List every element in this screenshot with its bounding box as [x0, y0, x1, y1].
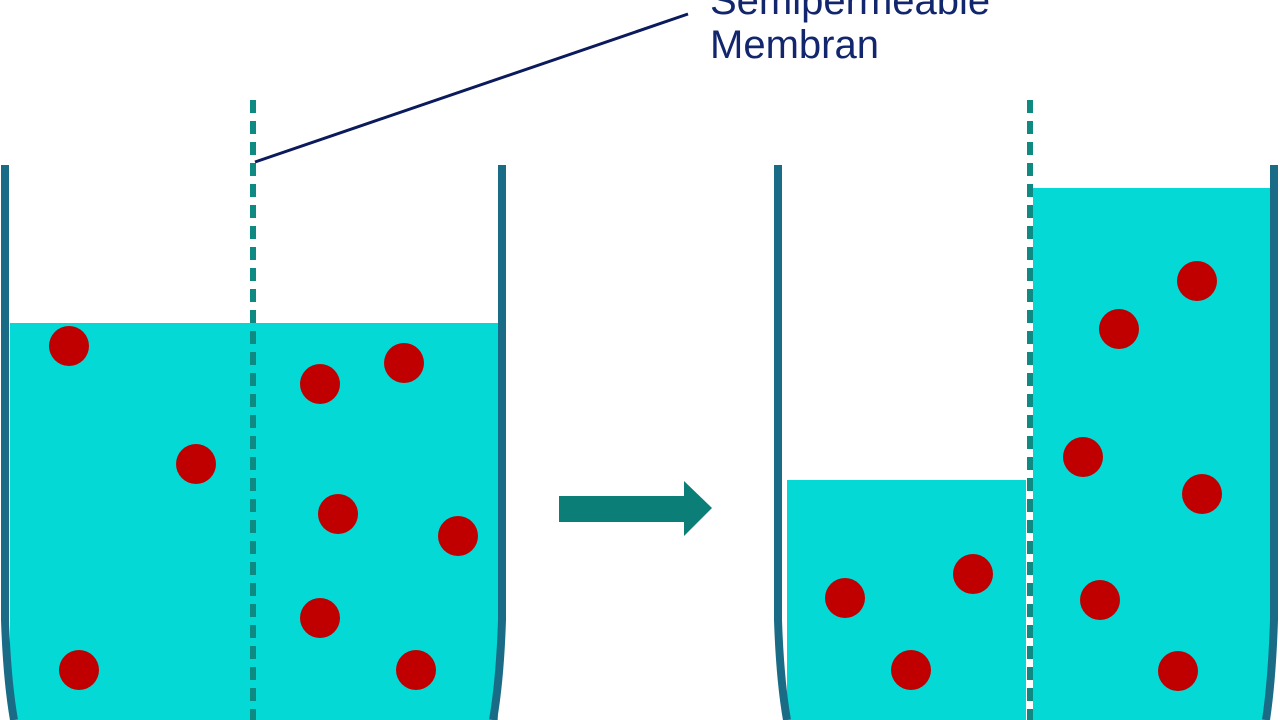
beaker-after	[774, 100, 1278, 720]
particle	[300, 364, 340, 404]
beaker-before-left-wall	[1, 165, 18, 720]
particle	[1063, 437, 1103, 477]
particle	[1182, 474, 1222, 514]
beaker-before-right-wall	[489, 165, 506, 720]
particle	[1158, 651, 1198, 691]
particle	[176, 444, 216, 484]
particle	[438, 516, 478, 556]
particle	[1177, 261, 1217, 301]
particle	[825, 578, 865, 618]
particle	[953, 554, 993, 594]
particle	[396, 650, 436, 690]
membrane-label-line-1: Semipermeable	[710, 0, 991, 23]
membrane-leader-line	[254, 12, 689, 164]
particle	[318, 494, 358, 534]
right-arrow-shape	[559, 481, 712, 536]
particle	[1099, 309, 1139, 349]
particle	[1080, 580, 1120, 620]
beaker-before	[1, 100, 506, 720]
beaker-after-left-wall	[774, 165, 791, 720]
particle	[384, 343, 424, 383]
particle	[49, 326, 89, 366]
particle	[891, 650, 931, 690]
beaker-after-right-wall	[1262, 165, 1278, 720]
membrane-label-line-2: Membran	[710, 23, 879, 67]
particle	[59, 650, 99, 690]
particle	[300, 598, 340, 638]
right-arrow-icon	[559, 481, 712, 536]
